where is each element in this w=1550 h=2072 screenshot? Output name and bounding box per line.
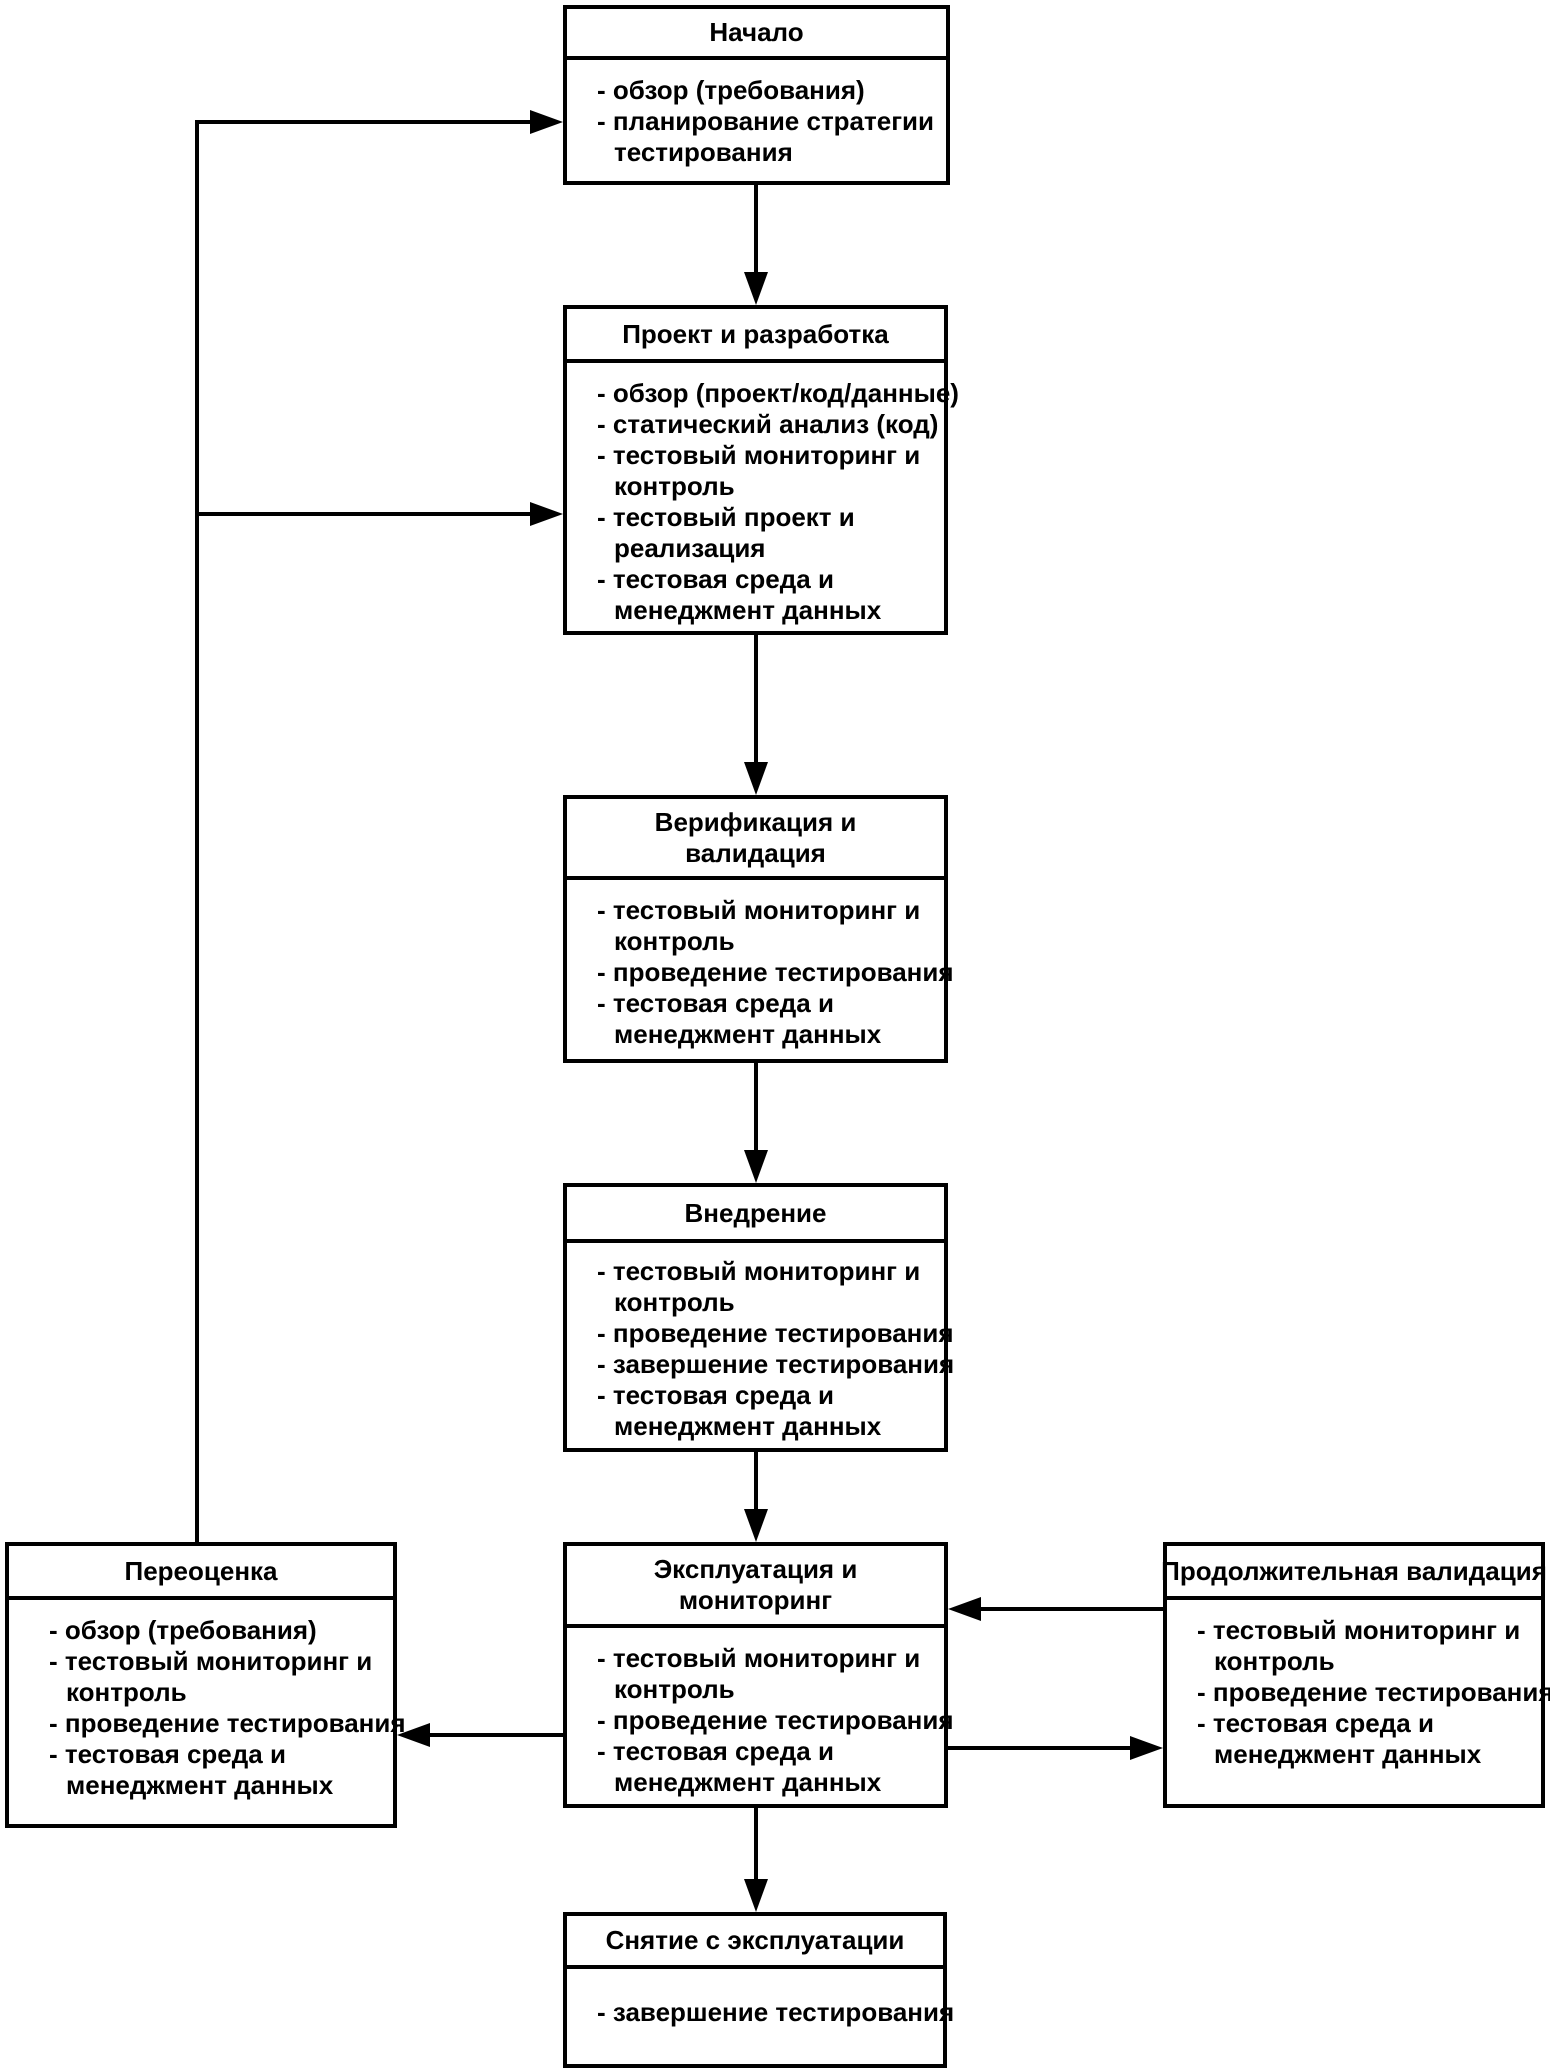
arrow-verification-to-implementation <box>744 1061 768 1183</box>
list-item: - тестовый мониторинг и <box>49 1646 373 1676</box>
box-verification-validation-title-line: валидация <box>685 837 826 868</box>
box-decommissioning: Снятие с эксплуатации - завершение тести… <box>563 1912 955 2068</box>
box-verification-validation: Верификация и валидация - тестовый монит… <box>563 795 954 1063</box>
box-implementation-title: Внедрение <box>567 1187 944 1243</box>
box-continuous-validation-title-line: Продолжительная валидация <box>1161 1555 1547 1586</box>
box-operation-monitoring-title-line: мониторинг <box>678 1585 833 1615</box>
arrow-operation-to-reassessment <box>397 1723 563 1747</box>
list-item-continuation: контроль <box>614 471 735 501</box>
list-item: - тестовый мониторинг и <box>597 1643 921 1673</box>
list-item-continuation: менеджмент данных <box>614 1767 882 1797</box>
list-item: - проведение тестирования <box>597 1705 954 1735</box>
box-verification-validation-title-line: Верификация и <box>654 806 857 837</box>
list-item: - тестовый проект и <box>597 502 855 532</box>
box-verification-validation-items: - тестовый мониторинг и контроль - прове… <box>567 880 954 1050</box>
list-item-continuation: тестирования <box>614 137 793 167</box>
list-item-continuation: менеджмент данных <box>614 1411 882 1441</box>
list-item: - тестовая среда и <box>597 1380 834 1410</box>
box-start: Начало - обзор (требования) - планирован… <box>563 5 950 185</box>
list-item-continuation: менеджмент данных <box>614 1019 882 1049</box>
list-item-continuation: контроль <box>614 1287 735 1317</box>
box-continuous-validation-items: - тестовый мониторинг и контроль - прове… <box>1167 1600 1550 1770</box>
arrow-reassessment-to-start <box>195 110 563 1542</box>
box-start-title: Начало <box>567 9 946 60</box>
box-start-title-line: Начало <box>709 17 804 47</box>
box-design-development-title-line: Проект и разработка <box>622 318 889 349</box>
list-item: - тестовый мониторинг и <box>597 1256 921 1286</box>
list-item: - обзор (требования) <box>597 75 865 105</box>
box-decommissioning-items: - завершение тестирования <box>567 1969 955 2028</box>
box-operation-monitoring: Эксплуатация и мониторинг - тестовый мон… <box>563 1542 954 1808</box>
list-item: - проведение тестирования <box>597 957 954 987</box>
list-item-continuation: менеджмент данных <box>66 1770 334 1800</box>
arrow-design-to-verification <box>744 633 768 795</box>
box-reassessment-title: Переоценка <box>9 1546 393 1600</box>
box-operation-monitoring-items: - тестовый мониторинг и контроль - прове… <box>567 1628 954 1798</box>
list-item-continuation: контроль <box>614 1674 735 1704</box>
box-continuous-validation-title: Продолжительная валидация <box>1161 1546 1547 1600</box>
box-implementation-title-line: Внедрение <box>684 1197 827 1228</box>
list-item: - статический анализ (код) <box>597 409 939 439</box>
arrow-reassessment-to-design <box>197 502 563 526</box>
list-item: - завершение тестирования <box>597 1997 955 2027</box>
list-item: - проведение тестирования <box>1197 1677 1550 1707</box>
box-implementation: Внедрение - тестовый мониторинг и контро… <box>563 1183 955 1452</box>
list-item: - тестовый мониторинг и <box>1197 1615 1521 1645</box>
list-item: - проведение тестирования <box>597 1318 954 1348</box>
box-operation-monitoring-title: Эксплуатация и мониторинг <box>567 1546 944 1628</box>
box-decommissioning-title-line: Снятие с эксплуатации <box>605 1925 905 1955</box>
box-continuous-validation: Продолжительная валидация - тестовый мон… <box>1161 1542 1550 1808</box>
list-item-continuation: контроль <box>66 1677 187 1707</box>
list-item: - тестовая среда и <box>597 564 834 594</box>
list-item: - планирование стратегии <box>597 106 935 136</box>
box-verification-validation-title: Верификация и валидация <box>567 799 944 880</box>
list-item-continuation: менеджмент данных <box>614 595 882 625</box>
arrow-start-to-design <box>744 185 768 305</box>
box-design-development-title: Проект и разработка <box>567 309 944 363</box>
box-reassessment-items: - обзор (требования) - тестовый монитори… <box>9 1600 406 1801</box>
list-item: - тестовый мониторинг и <box>597 895 921 925</box>
list-item-continuation: контроль <box>614 926 735 956</box>
list-item-continuation: реализация <box>614 533 766 563</box>
list-item: - завершение тестирования <box>597 1349 955 1379</box>
box-implementation-items: - тестовый мониторинг и контроль - прове… <box>567 1243 955 1442</box>
list-item: - тестовая среда и <box>597 1736 834 1766</box>
box-design-development: Проект и разработка - обзор (проект/код/… <box>563 305 959 635</box>
list-item: - проведение тестирования <box>49 1708 406 1738</box>
list-item: - тестовая среда и <box>1197 1708 1434 1738</box>
list-item: - обзор (проект/код/данные) <box>597 378 959 408</box>
list-item-continuation: контроль <box>1214 1646 1335 1676</box>
arrow-operation-to-continuous <box>948 1736 1163 1760</box>
list-item: - тестовая среда и <box>597 988 834 1018</box>
box-decommissioning-title: Снятие с эксплуатации <box>567 1916 943 1969</box>
arrow-operation-to-decommissioning <box>744 1806 768 1912</box>
box-reassessment: Переоценка - обзор (требования) - тестов… <box>5 1542 406 1828</box>
list-item: - обзор (требования) <box>49 1615 317 1645</box>
box-operation-monitoring-title-line: Эксплуатация и <box>653 1554 858 1584</box>
list-item: - тестовый мониторинг и <box>597 440 921 470</box>
arrow-continuous-to-operation <box>948 1597 1163 1621</box>
box-reassessment-title-line: Переоценка <box>124 1555 278 1586</box>
list-item: - тестовая среда и <box>49 1739 286 1769</box>
arrow-implementation-to-operation <box>744 1450 768 1542</box>
box-design-development-items: - обзор (проект/код/данные) - статически… <box>567 363 959 626</box>
list-item-continuation: менеджмент данных <box>1214 1739 1482 1769</box>
box-start-items: - обзор (требования) - планирование стра… <box>567 60 946 168</box>
